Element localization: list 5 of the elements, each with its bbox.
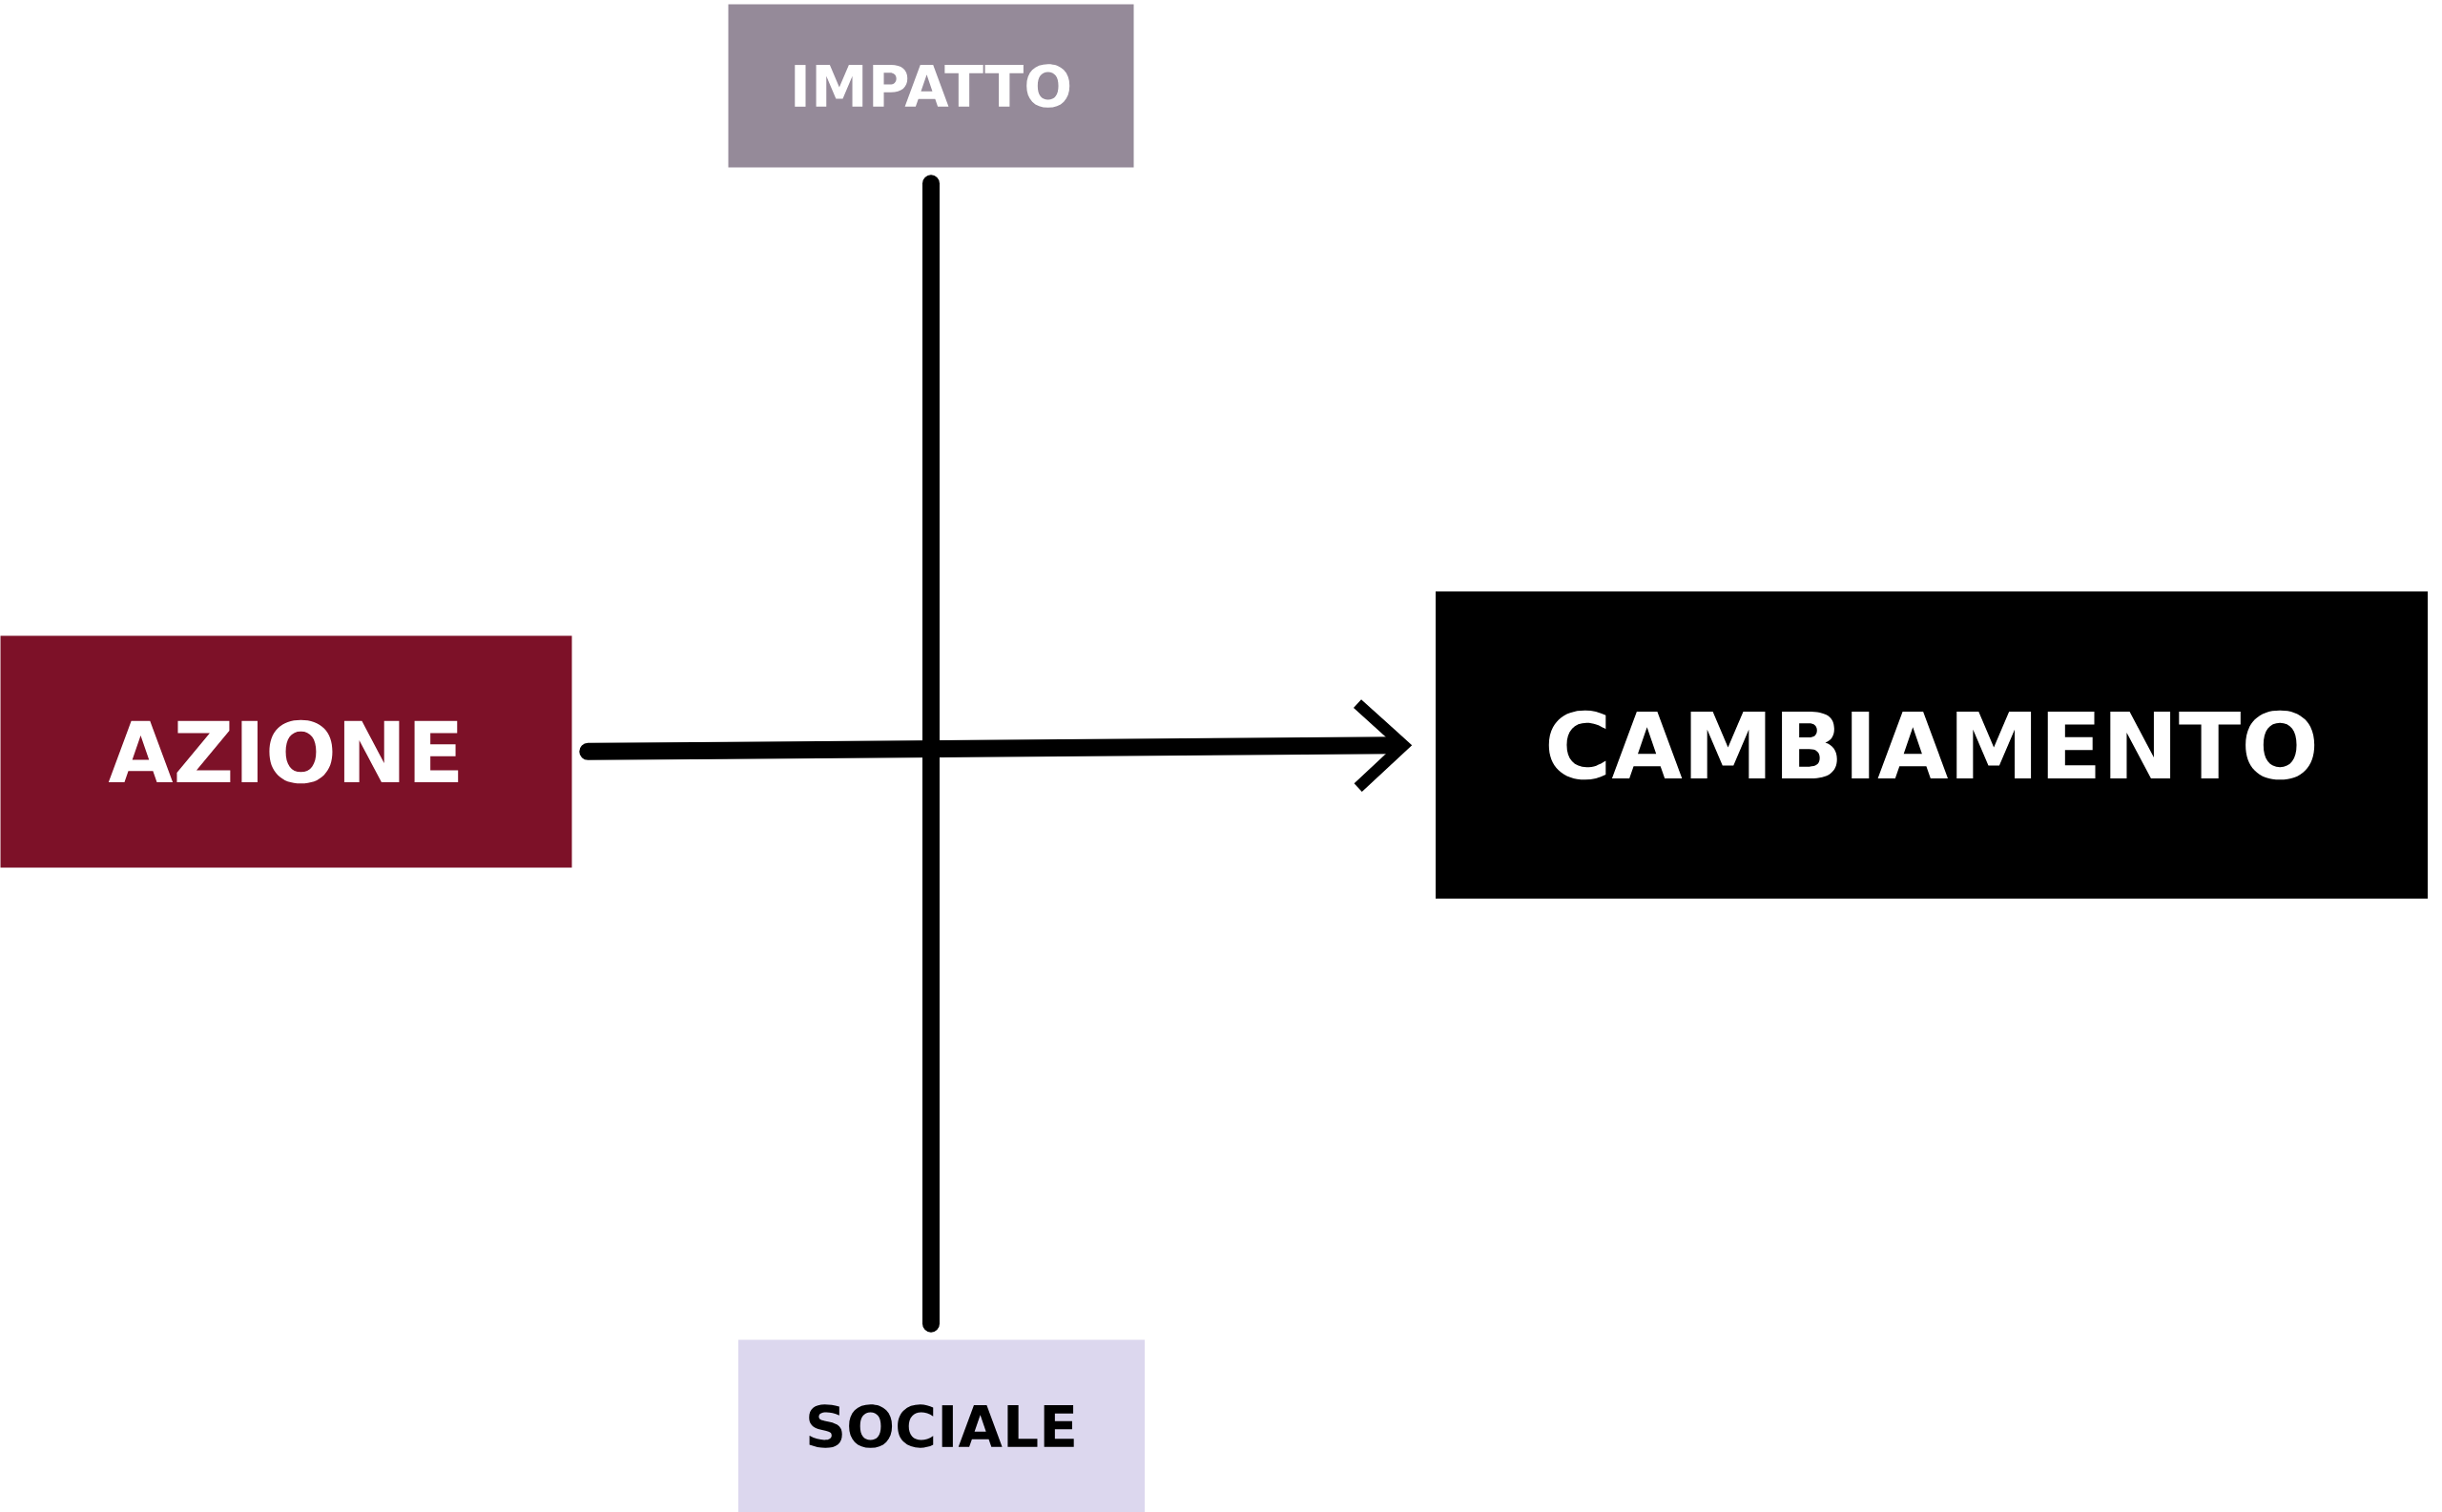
arrow [579, 699, 1413, 792]
label-box: SOCIALE [738, 1339, 1145, 1512]
label-box: IMPATTO [728, 4, 1134, 168]
label-box: CAMBIAMENTO [1436, 591, 2428, 899]
label-box: AZIONE [0, 635, 572, 868]
